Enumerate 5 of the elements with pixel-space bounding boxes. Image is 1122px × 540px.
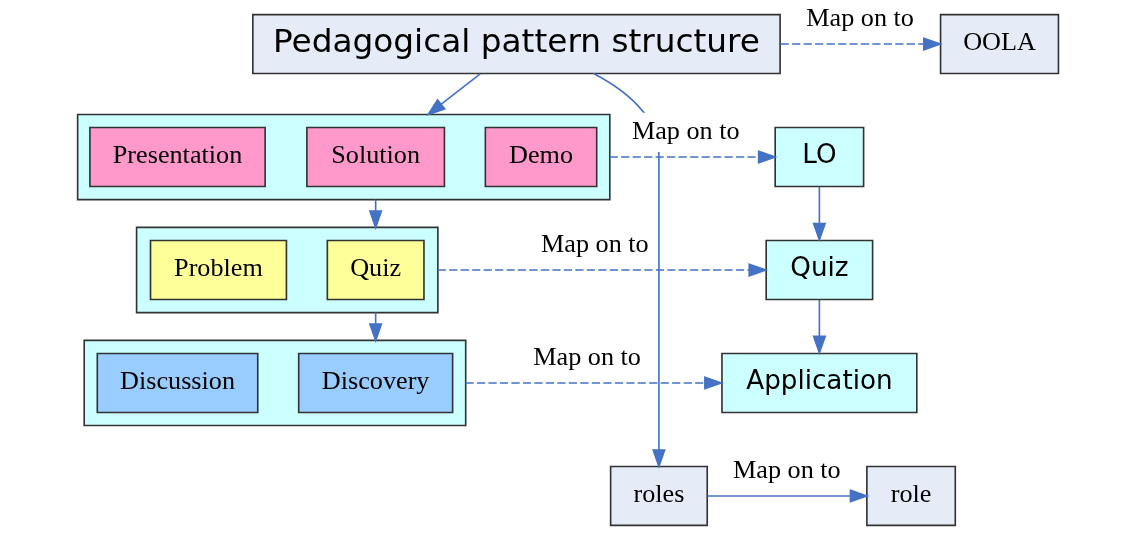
edge-label: Map on to bbox=[540, 228, 649, 258]
edge-label: Map on to bbox=[732, 454, 841, 484]
edge-label: Map on to bbox=[532, 341, 641, 371]
edge-label: Map on to bbox=[805, 2, 914, 32]
edge-label: Map on to bbox=[631, 115, 740, 145]
